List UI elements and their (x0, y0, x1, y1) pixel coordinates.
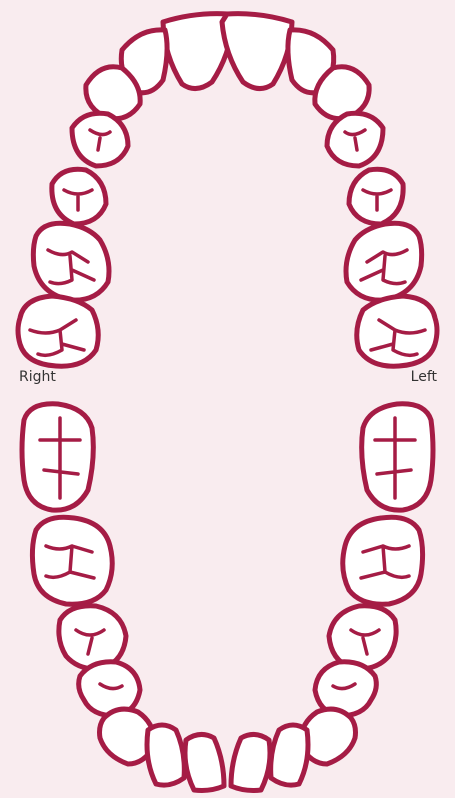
lower-right-second-molar[interactable] (22, 404, 93, 510)
upper-left-canine[interactable] (315, 67, 369, 119)
lower-right-lateral-incisor[interactable] (147, 725, 184, 785)
lower-left-second-molar[interactable] (362, 404, 433, 510)
upper-right-canine[interactable] (86, 67, 140, 119)
lower-right-central-incisor[interactable] (185, 734, 224, 790)
right-side-label: Right (19, 369, 56, 385)
left-side-label: Left (411, 369, 437, 385)
lower-left-lateral-incisor[interactable] (271, 725, 308, 785)
upper-left-central-incisor[interactable] (222, 14, 292, 89)
lower-left-central-incisor[interactable] (231, 734, 270, 790)
upper-arch (18, 14, 437, 367)
lower-arch (22, 404, 433, 791)
